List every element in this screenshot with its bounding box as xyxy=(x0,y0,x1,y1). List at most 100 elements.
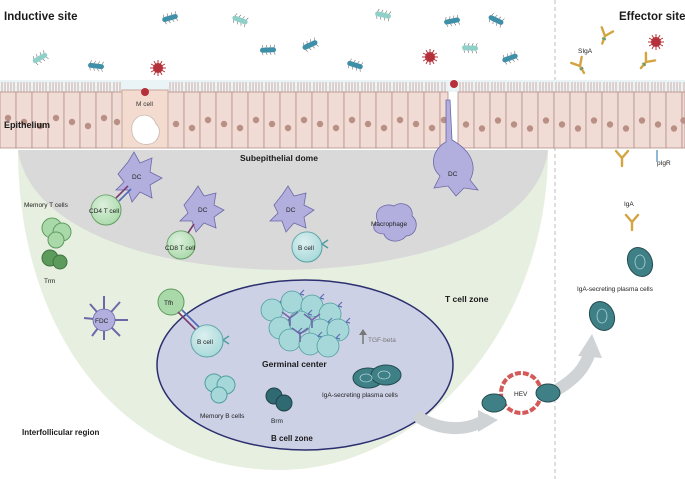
memory-t-cells: Memory T cells Trm xyxy=(24,202,72,285)
nucleus-icon xyxy=(638,117,646,124)
nucleus-icon xyxy=(188,124,196,132)
nucleus-icon xyxy=(462,121,470,128)
lumen-microbes xyxy=(32,8,664,76)
nucleus-icon xyxy=(542,117,550,124)
bacterium-icon xyxy=(444,14,461,27)
hev-vessel: HEV xyxy=(481,371,561,415)
antibodies-effector xyxy=(570,26,657,232)
macrophage-cell: Macrophage xyxy=(371,203,417,242)
flow-arrow-2-head xyxy=(578,334,602,358)
epithelial-cell xyxy=(263,91,281,149)
pigr-label: pIgR xyxy=(657,160,671,167)
nucleus-icon xyxy=(526,125,534,132)
epithelial-cell xyxy=(231,91,249,149)
epithelial-cell xyxy=(505,91,523,149)
bacterium-icon xyxy=(88,60,104,72)
nucleus-icon xyxy=(113,118,121,126)
epithelial-cell xyxy=(167,91,185,149)
epithelial-cell xyxy=(521,91,539,149)
fdc-process xyxy=(291,327,309,342)
dc-cell-2: DC xyxy=(179,185,225,233)
nucleus-icon xyxy=(440,116,448,124)
nucleus-icon xyxy=(654,121,662,128)
nucleus-icon xyxy=(36,122,44,130)
up-arrow-icon xyxy=(359,329,367,335)
epithelial-cell xyxy=(553,91,571,149)
nucleus-icon xyxy=(478,125,486,132)
t-cell-zone-label: T cell zone xyxy=(445,294,489,304)
fdc-cell: FDC xyxy=(83,296,128,340)
nucleus-icon xyxy=(236,124,244,132)
epithelial-cell xyxy=(457,91,475,149)
iga-plasma-effector-label: IgA-secreting plasma cells xyxy=(577,286,654,293)
antibody-icon xyxy=(570,55,586,75)
nucleus-icon xyxy=(494,117,502,124)
tfh-b-cell-pair: Tfh B cell xyxy=(157,288,230,358)
nucleus-icon xyxy=(172,120,180,128)
bacterium-icon xyxy=(302,37,319,52)
bacterium-icon xyxy=(375,8,392,22)
fdc-process xyxy=(281,311,299,326)
germinal-center-label: Germinal center xyxy=(262,359,327,369)
antigen-dot-icon xyxy=(141,88,149,96)
epithelial-cell xyxy=(215,91,233,149)
subepithelial-dome-label: Subepithelial dome xyxy=(240,153,318,163)
fdc-label: FDC xyxy=(95,318,109,325)
plasma-cells-inductive: IgA-secreting plasma cells xyxy=(322,364,402,399)
m-cell-pocket xyxy=(131,114,160,145)
nucleus-icon xyxy=(4,114,12,122)
epithelial-cell xyxy=(359,91,377,149)
tgf-beta-indicator: TGF-beta xyxy=(359,329,396,344)
nucleus-icon xyxy=(84,122,92,130)
nucleus-icon xyxy=(364,120,372,128)
memory-b-cells: Memory B cells xyxy=(200,373,245,420)
nucleus-icon xyxy=(622,125,630,132)
bacterium-icon xyxy=(232,13,249,28)
dc-cell-3: DC xyxy=(269,185,315,233)
nucleus-icon xyxy=(412,120,420,128)
plasma-cells-effector xyxy=(588,246,654,332)
nucleus-icon xyxy=(52,114,60,122)
epithelial-cell xyxy=(183,91,201,149)
effector-site-label: Effector site xyxy=(619,11,685,23)
virus-icon xyxy=(150,60,166,76)
bacterium-icon xyxy=(32,50,49,66)
epithelial-cell xyxy=(665,91,683,149)
antigen-dot-icon-2 xyxy=(450,80,458,88)
epithelial-cell xyxy=(79,91,97,149)
nucleus-icon xyxy=(428,124,436,132)
nucleus-icon xyxy=(348,116,356,124)
epithelial-cell xyxy=(375,91,393,149)
bacterium-icon xyxy=(502,50,519,65)
fdc-process xyxy=(303,313,321,328)
tfh-label: Tfh xyxy=(164,300,174,307)
virus-icon xyxy=(422,49,438,65)
nucleus-icon xyxy=(380,124,388,132)
nucleus-icon xyxy=(284,124,292,132)
antibody-icon xyxy=(624,213,640,232)
dc-cell-4: DC xyxy=(433,99,479,197)
nucleus-icon xyxy=(606,121,614,128)
nucleus-icon xyxy=(510,121,518,128)
siga-label: SIgA xyxy=(578,48,593,55)
nucleus-icon xyxy=(558,121,566,128)
nucleus-icon xyxy=(590,117,598,124)
interfollicular-region-label: Interfollicular region xyxy=(22,428,99,437)
nucleus-icon xyxy=(100,114,108,122)
epithelial-cell xyxy=(407,91,425,149)
cd4-t-cell: CD4 T cell xyxy=(89,185,132,226)
nucleus-icon xyxy=(316,120,324,128)
nucleus-icon xyxy=(670,125,678,132)
brm-label: Brm xyxy=(271,418,283,425)
nucleus-icon xyxy=(680,117,685,124)
epithelium-layer xyxy=(0,80,685,149)
nucleus-icon xyxy=(68,118,76,126)
dc-label-1: DC xyxy=(132,174,142,181)
nucleus-icon xyxy=(574,125,582,132)
cd8-t-cell-label: CD8 T cell xyxy=(165,245,196,252)
bacterium-icon xyxy=(488,13,505,28)
iga-label: IgA xyxy=(624,201,634,208)
b-cell-sed: B cell xyxy=(291,231,329,263)
nucleus-icon xyxy=(300,116,308,124)
